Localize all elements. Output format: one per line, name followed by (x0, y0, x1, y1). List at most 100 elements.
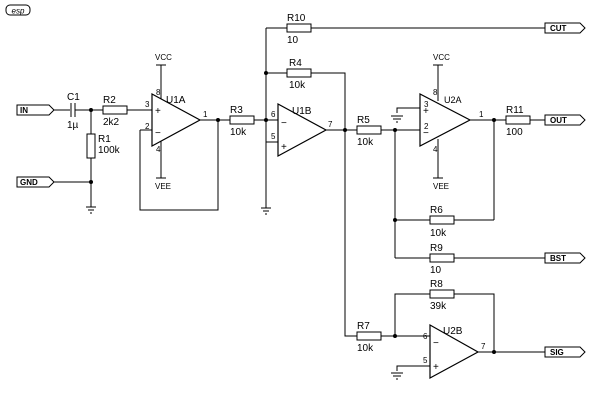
resistor-r9: R9 10 (429, 243, 455, 276)
r2-ref: R2 (103, 95, 116, 106)
u1b-pin-plus: 5 (271, 132, 276, 141)
c1-ref: C1 (67, 92, 80, 103)
junction-dot (492, 350, 496, 354)
logo-text: esp (12, 7, 25, 16)
u2a-pin-minus: 2 (424, 122, 429, 131)
ground-symbol (86, 206, 96, 214)
u2a-vcc-label: VCC (433, 53, 450, 62)
r5-value: 10k (357, 137, 374, 148)
u2a-minus: − (423, 128, 429, 139)
r3-ref: R3 (230, 105, 243, 116)
resistor-r7: R7 10k (356, 321, 382, 354)
u1b-pin-out: 7 (328, 120, 333, 129)
port-bst-label: BST (550, 254, 566, 263)
resistor-r8: R8 39k (429, 279, 455, 312)
c1-value: 1µ (67, 120, 79, 131)
wire (396, 107, 420, 113)
port-cut: CUT (544, 22, 586, 34)
u1a-pin-minus: 2 (145, 122, 150, 131)
capacitor-c1: C1 1µ (67, 92, 80, 131)
r6-ref: R6 (430, 205, 443, 216)
port-gnd-label: GND (20, 178, 38, 187)
u2b-plus: + (433, 362, 439, 373)
r7-value: 10k (357, 343, 374, 354)
wire (454, 293, 495, 352)
u1a-pin-plus: 3 (145, 100, 150, 109)
r6-value: 10k (430, 228, 447, 239)
wire (396, 365, 430, 371)
u2a-pin-plus: 3 (424, 100, 429, 109)
u2a-pin-vee: 4 (433, 145, 438, 154)
wire (311, 72, 346, 130)
port-cut-label: CUT (550, 24, 567, 33)
port-sig-label: SIG (550, 348, 564, 357)
resistor-r2: R2 2k2 (102, 95, 128, 128)
port-gnd: GND (16, 176, 55, 188)
r11-value: 100 (506, 127, 523, 138)
ground-symbol (261, 207, 271, 215)
resistor-r6: R6 10k (429, 205, 455, 239)
u2b-pin-out: 7 (481, 342, 486, 351)
opamp-u1b: U1B − + 6 5 7 (271, 102, 333, 158)
wire (394, 293, 430, 336)
port-in-label: IN (20, 106, 28, 115)
u1a-pin-out: 1 (203, 110, 208, 119)
u2a-pin-out: 1 (479, 110, 484, 119)
r1-value: 100k (98, 145, 121, 156)
r3-value: 10k (230, 127, 247, 138)
u1b-ref: U1B (292, 106, 312, 117)
u1a-plus: + (155, 106, 161, 117)
port-bst: BST (544, 252, 586, 264)
resistor-r11: R11 100 (505, 105, 531, 138)
r5-ref: R5 (357, 115, 370, 126)
r10-value: 10 (287, 35, 299, 46)
u2b-pin-minus: 6 (423, 332, 428, 341)
r7-ref: R7 (357, 321, 370, 332)
r2-value: 2k2 (103, 117, 120, 128)
wire-feedback (139, 120, 219, 211)
u1a-vcc-label: VCC (155, 53, 172, 62)
port-out: OUT (544, 114, 586, 126)
u1a-minus: − (155, 128, 161, 139)
ground-symbol (391, 372, 403, 380)
u1b-minus: − (281, 118, 287, 129)
r11-ref: R11 (506, 105, 524, 116)
wire (344, 130, 357, 337)
r9-ref: R9 (430, 243, 443, 254)
ground-symbol (391, 115, 403, 123)
port-sig: SIG (544, 346, 586, 358)
resistor-r3: R3 10k (229, 105, 255, 138)
r10-ref: R10 (287, 13, 306, 24)
u2b-ref: U2B (443, 326, 463, 337)
u1a-pin-vee: 4 (156, 145, 161, 154)
opamp-u2b: U2B − + 6 5 7 (423, 323, 486, 380)
resistor-r5: R5 10k (356, 115, 382, 148)
u1a-ref: U1A (166, 95, 186, 106)
junction-dot (216, 118, 220, 122)
u2a-vee-label: VEE (433, 182, 449, 191)
resistor-r4: R4 10k (286, 58, 312, 91)
u1b-plus: + (281, 142, 287, 153)
u1a-pin-vcc: 8 (156, 88, 161, 97)
u2b-minus: − (433, 338, 439, 349)
opamp-u1a: U1A + − 3 2 1 8 4 (145, 88, 208, 154)
r4-ref: R4 (289, 58, 302, 69)
r4-value: 10k (289, 80, 306, 91)
r8-value: 39k (430, 301, 447, 312)
resistor-r10: R10 10 (286, 13, 312, 46)
esp-logo: esp (5, 4, 31, 16)
r9-value: 10 (430, 265, 442, 276)
opamp-u2a: U2A + − 3 2 1 8 4 (419, 88, 484, 154)
u1b-pin-minus: 6 (271, 110, 276, 119)
u2a-ref: U2A (444, 95, 462, 105)
u2a-pin-vcc: 8 (433, 88, 438, 97)
u2a-plus: + (423, 106, 429, 117)
port-out-label: OUT (550, 116, 567, 125)
r8-ref: R8 (430, 279, 443, 290)
r1-ref: R1 (98, 134, 111, 145)
port-in: IN (16, 104, 55, 116)
u1a-vee-label: VEE (155, 182, 171, 191)
u2b-pin-plus: 5 (423, 356, 428, 365)
resistor-r1: R1 100k (86, 133, 121, 159)
